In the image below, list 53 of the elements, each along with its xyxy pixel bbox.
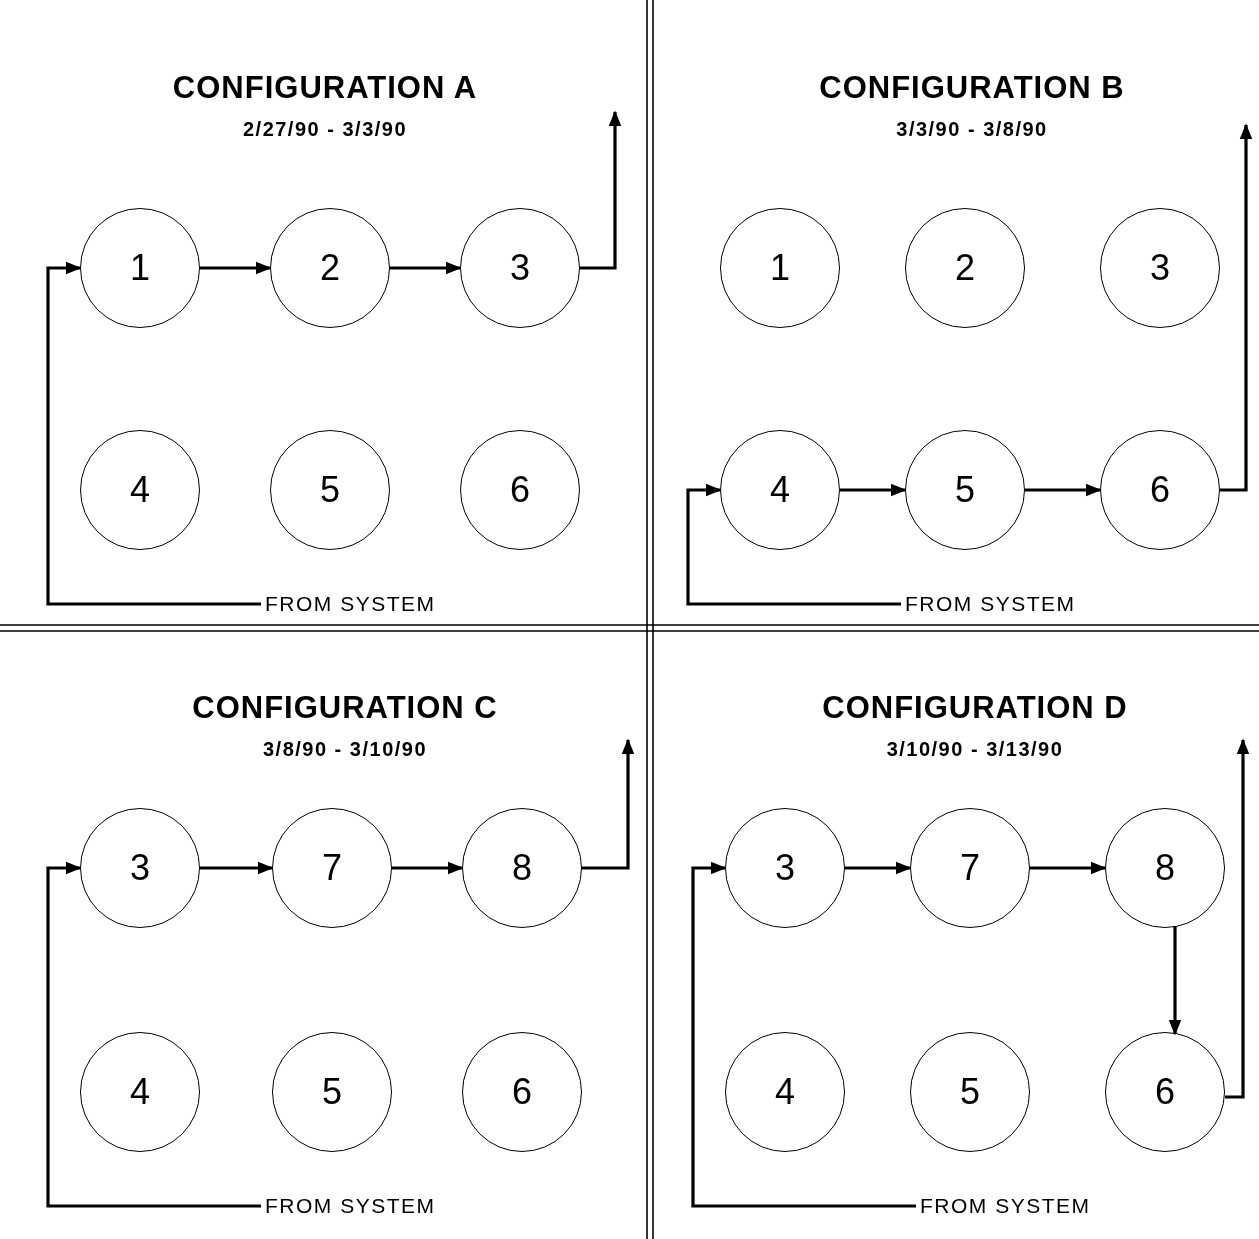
arrow [1030,861,1107,875]
circle-number: 3 [1150,247,1170,289]
arrow [1168,926,1182,1036]
arrow [686,483,901,606]
date-range: 3/10/90 - 3/13/90 [886,738,1064,761]
circle-number: 4 [770,469,790,511]
source-label: FROM SYSTEM [905,592,1076,616]
circle-number: 5 [320,469,340,511]
circle-number: 8 [512,847,532,889]
arrow [46,861,261,1208]
circle-number: 6 [512,1071,532,1113]
configuration-title: CONFIGURATION A [172,70,478,106]
circle-number: 3 [775,847,795,889]
circle-number: 3 [510,247,530,289]
arrow [392,861,464,875]
arrow [46,261,261,606]
configuration-title: CONFIGURATION B [819,70,1125,106]
source-label: FROM SYSTEM [265,592,436,616]
arrow [200,261,272,275]
circle-number: 7 [322,847,342,889]
circle-number: 3 [130,847,150,889]
circle-number: 5 [322,1071,342,1113]
arrow [1025,483,1102,497]
source-label: FROM SYSTEM [920,1194,1091,1218]
circle-number: 4 [775,1071,795,1113]
circle-number: 2 [955,247,975,289]
circle-number: 8 [1155,847,1175,889]
arrow [1225,738,1250,1099]
circle-number: 2 [320,247,340,289]
arrow [200,861,274,875]
circle-number: 1 [130,247,150,289]
arrow [691,861,916,1208]
arrow [1220,123,1253,492]
circle-number: 5 [955,469,975,511]
circle-number: 6 [510,469,530,511]
circle-number: 4 [130,1071,150,1113]
circle-number: 4 [130,469,150,511]
configuration-title: CONFIGURATION C [192,690,498,726]
arrow [840,483,907,497]
date-range: 3/8/90 - 3/10/90 [262,738,428,761]
date-range: 3/3/90 - 3/8/90 [896,118,1048,141]
source-label: FROM SYSTEM [265,1194,436,1218]
configuration-title: CONFIGURATION D [822,690,1128,726]
arrow [390,261,462,275]
circle-number: 1 [770,247,790,289]
arrow [580,110,622,270]
date-range: 2/27/90 - 3/3/90 [242,118,408,141]
circle-number: 6 [1155,1071,1175,1113]
arrow [582,738,635,870]
arrow [845,861,912,875]
circle-number: 6 [1150,469,1170,511]
circle-number: 7 [960,847,980,889]
circle-number: 5 [960,1071,980,1113]
